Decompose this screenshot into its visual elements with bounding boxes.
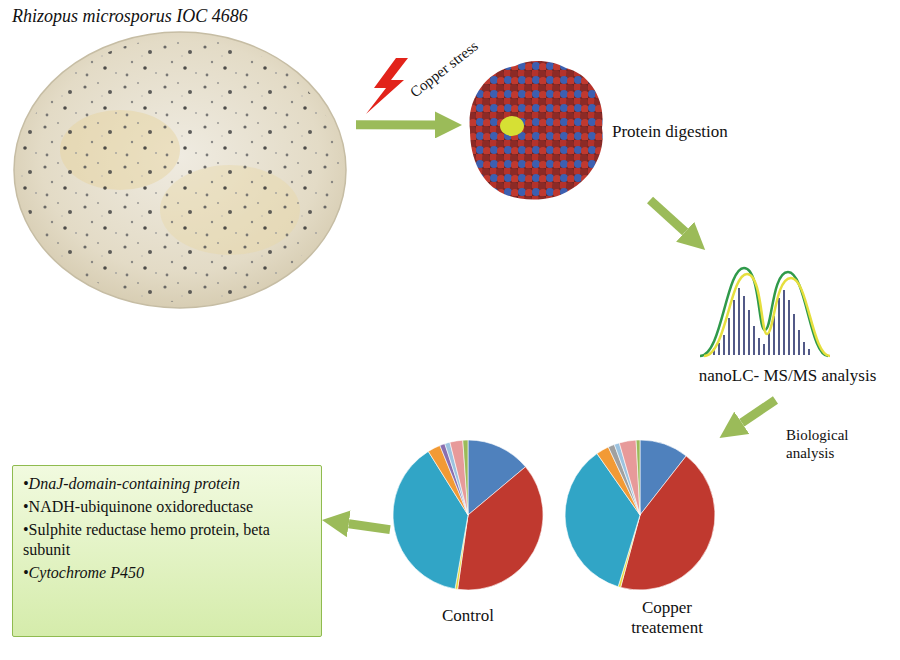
ms-bar	[718, 343, 720, 355]
image-caption: Control	[390, 606, 546, 626]
ms-bar	[758, 338, 760, 355]
list-item: •Sulphite reductase hemo protein, beta s…	[23, 520, 311, 560]
list-item: •NADH-ubiquinone oxidoreductase	[23, 497, 311, 517]
spore-specks	[20, 38, 340, 302]
pie-slice	[458, 467, 543, 590]
culture-plate: Rhizopus microsporus IOC 4686	[8, 0, 356, 312]
list-item: •DnaJ-domain-containing protein	[23, 474, 311, 494]
result-box: •DnaJ-domain-containing protein •NADH-ubi…	[12, 465, 322, 637]
ms-bar	[803, 342, 805, 355]
ligand	[500, 116, 524, 136]
ms-bar	[788, 300, 790, 355]
pie-slice	[463, 440, 468, 515]
ms-bar	[748, 310, 750, 355]
flow-arrow	[742, 400, 776, 423]
pie-slice	[636, 440, 640, 515]
protein-panel: Protein digestion	[462, 50, 802, 200]
arrow-label: Copper stress	[397, 30, 490, 108]
pie-slice	[450, 440, 468, 515]
pie-chart	[565, 440, 715, 590]
chromatogram-trace	[704, 274, 830, 356]
ms-bar	[808, 349, 810, 355]
ms-bar	[778, 298, 780, 355]
list-item: •Cytochrome P450	[23, 563, 311, 583]
ms-panel: nanoLC- MS/MS analysis	[680, 250, 897, 400]
ms-bar	[753, 326, 755, 355]
pie-panel: Copper treatement	[562, 438, 737, 653]
protein-model	[470, 61, 603, 200]
ms-bar	[768, 332, 770, 355]
pie-slice	[619, 440, 640, 515]
flow-arrow	[349, 524, 390, 530]
ms-bar	[738, 288, 740, 355]
arrow-label: Biological analysis	[784, 426, 884, 462]
image-caption: Copper treatement	[610, 598, 724, 639]
flow-arrow	[356, 120, 435, 129]
ms-bar	[723, 335, 725, 355]
dish-plate	[14, 32, 346, 308]
image-caption: Protein digestion	[612, 122, 797, 142]
ms-bar	[728, 318, 730, 355]
ms-bar	[783, 290, 785, 355]
petri-dish	[14, 32, 346, 308]
pie-chart	[393, 440, 543, 590]
ms-bar	[763, 344, 765, 355]
ms-bar	[733, 300, 735, 355]
image-caption: Rhizopus microsporus IOC 4686	[12, 6, 352, 28]
ms-bar	[743, 296, 745, 355]
image-caption: nanoLC- MS/MS analysis	[680, 366, 895, 386]
pie-panel: Control	[390, 438, 548, 633]
ms-bar	[798, 330, 800, 355]
lightning-bolt	[366, 58, 408, 114]
ms-bar	[793, 314, 795, 355]
protein-blob	[470, 61, 603, 200]
flow-arrow	[650, 200, 685, 232]
